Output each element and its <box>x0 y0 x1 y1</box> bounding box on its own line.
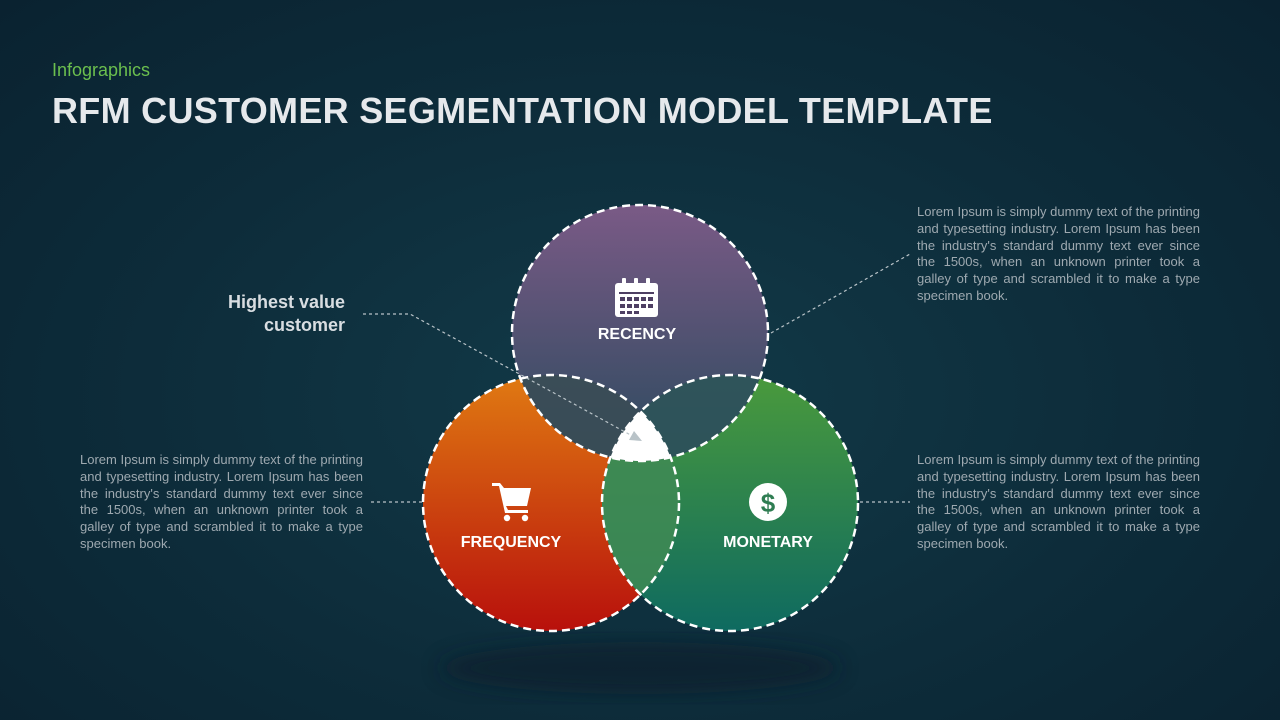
overlap-recency-monetary <box>602 375 768 461</box>
monetary-outline <box>600 373 860 633</box>
description-left: Lorem Ipsum is simply dummy text of the … <box>80 452 363 551</box>
shopping-cart-icon <box>492 483 531 522</box>
dollar-coin-icon: $ <box>749 483 787 521</box>
description-top-right: Lorem Ipsum is simply dummy text of the … <box>917 204 1200 303</box>
page-title: RFM CUSTOMER SEGMENTATION MODEL TEMPLATE <box>52 90 993 131</box>
frequency-outline <box>421 373 681 633</box>
overlap-recency-frequency <box>512 375 679 461</box>
callout-connector <box>363 313 637 439</box>
description-right: Lorem Ipsum is simply dummy text of the … <box>917 452 1200 551</box>
callout-highest-value: Highest value customer <box>170 291 345 337</box>
calendar-icon <box>615 278 658 317</box>
callout-arrowhead <box>629 431 642 441</box>
connector-top-right <box>770 253 911 334</box>
monetary-label: MONETARY <box>723 534 813 551</box>
callout-line-1: Highest value <box>227 292 345 312</box>
diagram-shadow <box>440 642 840 694</box>
frequency-label: FREQUENCY <box>460 534 562 551</box>
recency-outline <box>510 203 770 463</box>
recency-label: RECENCY <box>597 326 677 343</box>
callout-line-2: customer <box>263 315 345 335</box>
eyebrow-label: Infographics <box>52 60 151 80</box>
svg-text:$: $ <box>761 488 776 518</box>
